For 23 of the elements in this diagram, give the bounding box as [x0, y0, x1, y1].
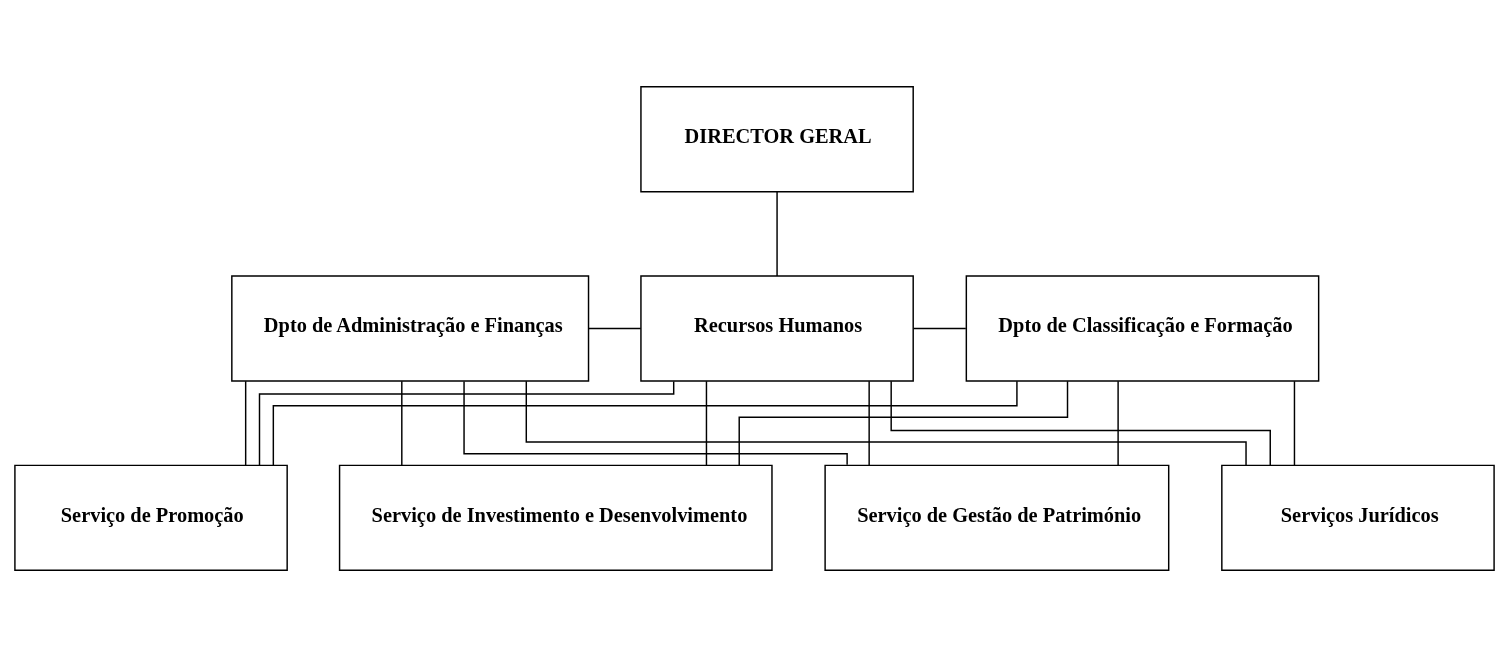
connector [588, 327, 642, 330]
connector [272, 380, 1018, 466]
node-box: DIRECTOR GERAL [640, 86, 914, 193]
connector [1293, 380, 1296, 467]
connector [738, 380, 1069, 466]
node-box: Recursos Humanos [640, 275, 914, 382]
connector [1117, 380, 1119, 467]
node-box: Serviço de Gestão de Património [824, 464, 1170, 571]
connector [890, 380, 1271, 466]
connector [258, 380, 675, 466]
connector [912, 327, 967, 330]
connector [776, 191, 778, 277]
node-box: Dpto de Classificação e Formação [965, 275, 1320, 382]
node-box: Serviço de Investimento e Desenvolvimento [338, 464, 773, 571]
connector [401, 380, 403, 467]
connector [244, 380, 247, 467]
node-box: Dpto de Administração e Finanças [231, 275, 590, 382]
connector [705, 380, 708, 467]
node-box: Serviços Jurídicos [1221, 464, 1495, 571]
node-box: Serviço de Promoção [14, 464, 288, 571]
connector [868, 380, 870, 467]
connector [463, 380, 848, 466]
connector [525, 380, 1247, 466]
